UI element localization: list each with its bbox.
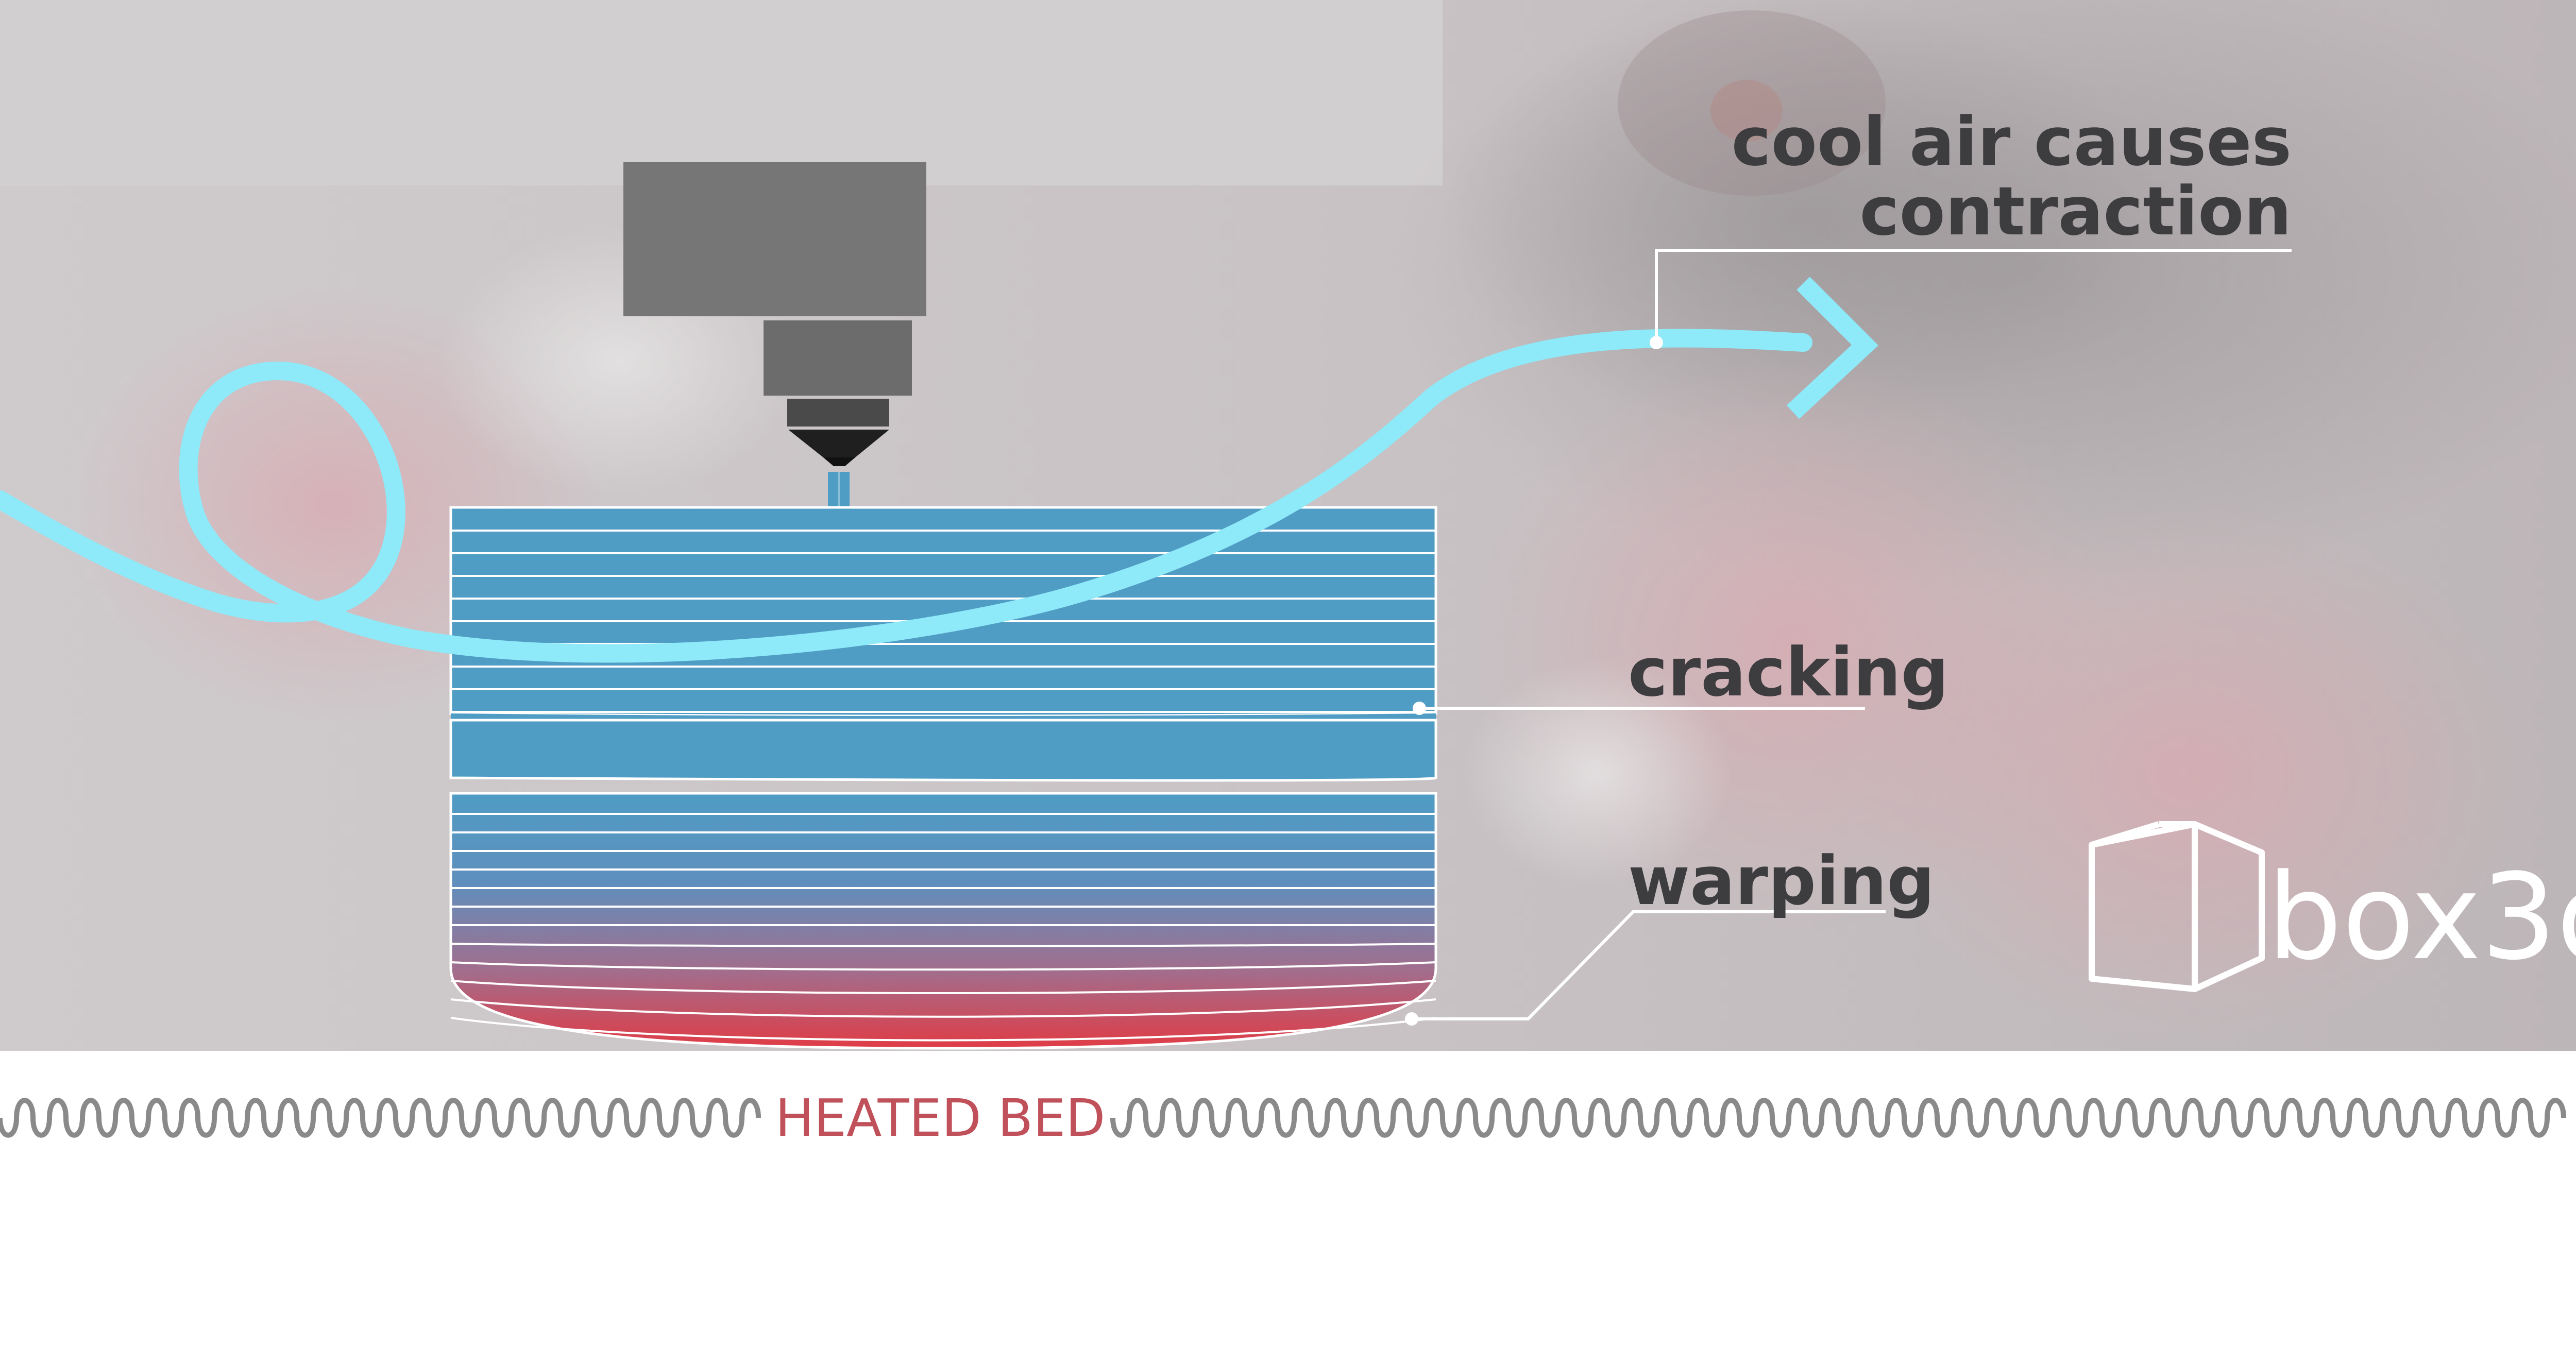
- box3d-logo-icon: [2089, 821, 2265, 992]
- photo-background: [0, 0, 2576, 1051]
- print-object-lower: [449, 719, 1437, 1050]
- heating-coil-icon: [1110, 1098, 2566, 1138]
- upper-layer-lines: [451, 530, 1436, 713]
- leader-dots: [1405, 336, 1663, 1026]
- lower-layer-lines: [450, 812, 1436, 1042]
- airflow-arrow-icon: [0, 277, 1878, 663]
- layer-line: [450, 961, 1436, 971]
- heated-bed-area: [0, 1051, 2576, 1346]
- nozzle-icon: [788, 430, 889, 457]
- layer-line: [450, 980, 1436, 995]
- warping-label: warping: [1628, 842, 1935, 920]
- cracking-label: cracking: [1628, 633, 1949, 711]
- printhead-icon: [623, 162, 926, 466]
- layer-line: [450, 943, 1436, 947]
- cool-air-label-line1: cool air causes: [1732, 103, 2292, 181]
- layer-line: [450, 1017, 1436, 1042]
- logo-text: box3d: [2267, 849, 2576, 986]
- heating-coil-icon: [0, 1098, 761, 1138]
- cool-air-leader: [1655, 249, 2292, 343]
- leader-lines: [1412, 249, 2292, 1020]
- heated-bed-label: HEATED BED: [775, 1088, 1106, 1148]
- layer-line: [450, 998, 1436, 1018]
- warping-leader: [1412, 910, 1886, 1020]
- cool-air-label-line2: contraction: [1859, 172, 2292, 250]
